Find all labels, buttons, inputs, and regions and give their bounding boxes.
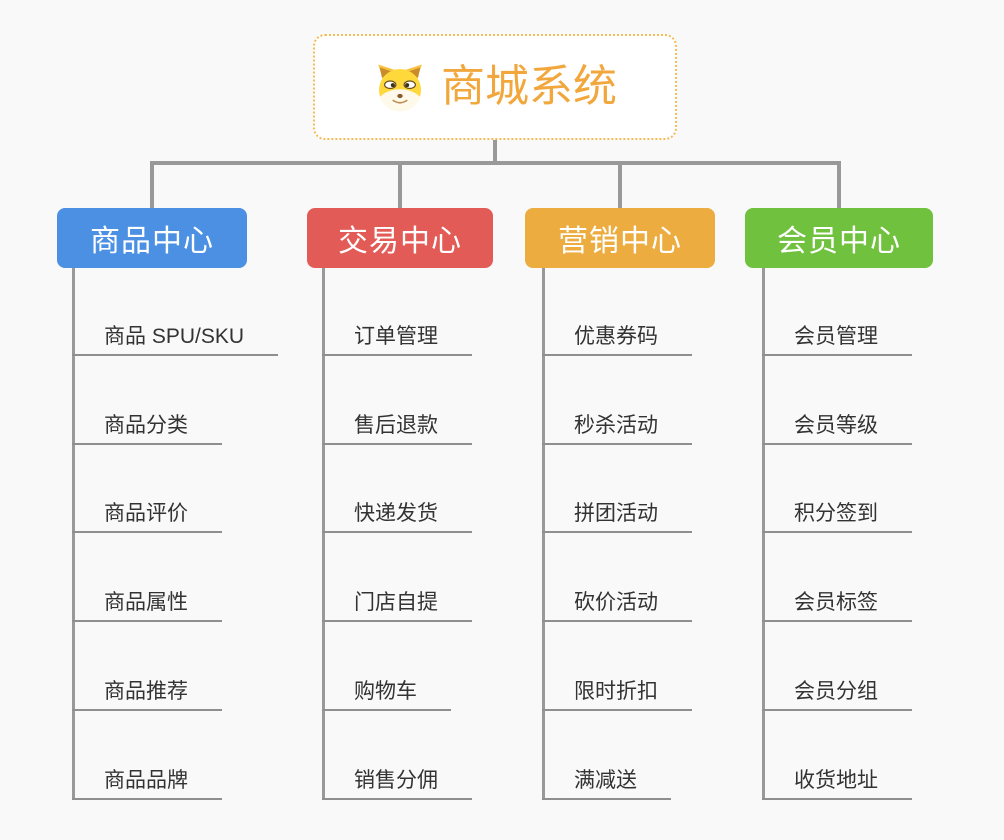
root-node[interactable]: 商城系统 bbox=[313, 34, 677, 140]
connector-bus bbox=[150, 161, 841, 165]
leaf-node[interactable]: 秒杀活动 bbox=[542, 409, 692, 445]
connector-drop bbox=[618, 163, 622, 208]
leaf-node[interactable]: 会员等级 bbox=[762, 409, 912, 445]
connector-drop bbox=[150, 163, 154, 208]
leaf-node[interactable]: 商品 SPU/SKU bbox=[72, 320, 279, 356]
leaf-node[interactable]: 会员标签 bbox=[762, 586, 912, 622]
branch-node-product-center[interactable]: 商品中心 bbox=[57, 208, 247, 268]
leaf-node[interactable]: 会员管理 bbox=[762, 320, 912, 356]
branch-node-marketing-center[interactable]: 营销中心 bbox=[525, 208, 715, 268]
leaf-node[interactable]: 商品分类 bbox=[72, 409, 222, 445]
connector-spine bbox=[762, 268, 765, 800]
leaf-node[interactable]: 商品推荐 bbox=[72, 675, 222, 711]
doge-icon bbox=[373, 60, 427, 114]
connector-drop bbox=[837, 163, 841, 208]
leaf-node[interactable]: 优惠券码 bbox=[542, 320, 692, 356]
leaf-node[interactable]: 售后退款 bbox=[322, 409, 472, 445]
leaf-node[interactable]: 商品品牌 bbox=[72, 764, 222, 800]
leaf-node[interactable]: 商品属性 bbox=[72, 586, 222, 622]
leaf-node[interactable]: 砍价活动 bbox=[542, 586, 692, 622]
leaf-node[interactable]: 满减送 bbox=[542, 764, 671, 800]
connector-spine bbox=[542, 268, 545, 800]
connector-spine bbox=[72, 268, 75, 800]
branch-node-trade-center[interactable]: 交易中心 bbox=[307, 208, 493, 268]
leaf-node[interactable]: 购物车 bbox=[322, 675, 451, 711]
connector-root-stem bbox=[493, 140, 497, 163]
leaf-node[interactable]: 门店自提 bbox=[322, 586, 472, 622]
root-node-label: 商城系统 bbox=[441, 62, 617, 111]
leaf-node[interactable]: 收货地址 bbox=[762, 764, 912, 800]
leaf-node[interactable]: 限时折扣 bbox=[542, 675, 692, 711]
leaf-node[interactable]: 会员分组 bbox=[762, 675, 912, 711]
leaf-node[interactable]: 拼团活动 bbox=[542, 497, 692, 533]
leaf-node[interactable]: 快递发货 bbox=[322, 497, 472, 533]
leaf-node[interactable]: 销售分佣 bbox=[322, 764, 472, 800]
branch-node-member-center[interactable]: 会员中心 bbox=[745, 208, 933, 268]
leaf-node[interactable]: 订单管理 bbox=[322, 320, 472, 356]
connector-spine bbox=[322, 268, 325, 800]
leaf-node[interactable]: 积分签到 bbox=[762, 497, 912, 533]
connector-drop bbox=[398, 163, 402, 208]
leaf-node[interactable]: 商品评价 bbox=[72, 497, 222, 533]
